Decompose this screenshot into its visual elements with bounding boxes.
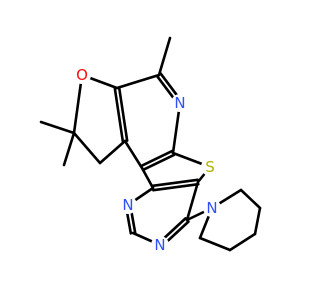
atom-label-n1: N — [174, 94, 185, 112]
bond-C6a-C11a-1 — [139, 149, 174, 168]
bond-C2-Me2a — [39, 120, 76, 135]
bond-C1-C11b — [98, 139, 127, 165]
bond-C7a-C11c-1 — [151, 178, 200, 188]
bond-P2-P3 — [239, 188, 262, 210]
bond-C11b-C4a-1 — [117, 86, 129, 142]
atom-n4: N — [203, 199, 221, 217]
bond-C2-C1 — [72, 131, 102, 165]
atom-background — [203, 199, 221, 217]
bond-P4-P5 — [228, 232, 257, 252]
atom-label-n3: N — [154, 236, 165, 254]
atom-label-s1: S — [205, 158, 215, 176]
bond-C11b-C4a-2 — [113, 87, 125, 143]
bond-C11c-C11a — [140, 166, 155, 190]
atom-labels: O N S N N N — [73, 66, 221, 254]
atom-n3: N — [151, 236, 169, 254]
atom-background — [151, 236, 169, 254]
atom-n1: N — [171, 94, 189, 112]
atom-label-n2: N — [122, 196, 133, 214]
bonds — [39, 36, 262, 252]
bond-P5-P6 — [198, 236, 232, 252]
atom-label-n4: N — [206, 199, 217, 217]
atom-background — [201, 158, 219, 176]
atom-background — [73, 66, 91, 84]
atom-s1: S — [201, 158, 219, 176]
bond-C6a-C11a-2 — [141, 153, 176, 172]
bond-C5-C4a — [115, 73, 161, 90]
molecule-structure-diagram: O N S N N N — [39, 36, 262, 254]
bond-C7a-C11c-2 — [151, 182, 200, 192]
atom-background — [119, 196, 137, 214]
bond-Me5-C5 — [157, 36, 172, 77]
atom-label-o1: O — [76, 66, 88, 84]
bond-C8-C7a — [185, 180, 200, 222]
bond-C11b-C11a — [123, 139, 144, 170]
bond-P3-P4 — [253, 206, 262, 236]
bond-O1-C2 — [72, 73, 84, 135]
atom-background — [171, 94, 189, 112]
atom-n2: N — [119, 196, 137, 214]
bond-C2-Me2b — [62, 131, 76, 167]
atom-o1: O — [73, 66, 91, 84]
